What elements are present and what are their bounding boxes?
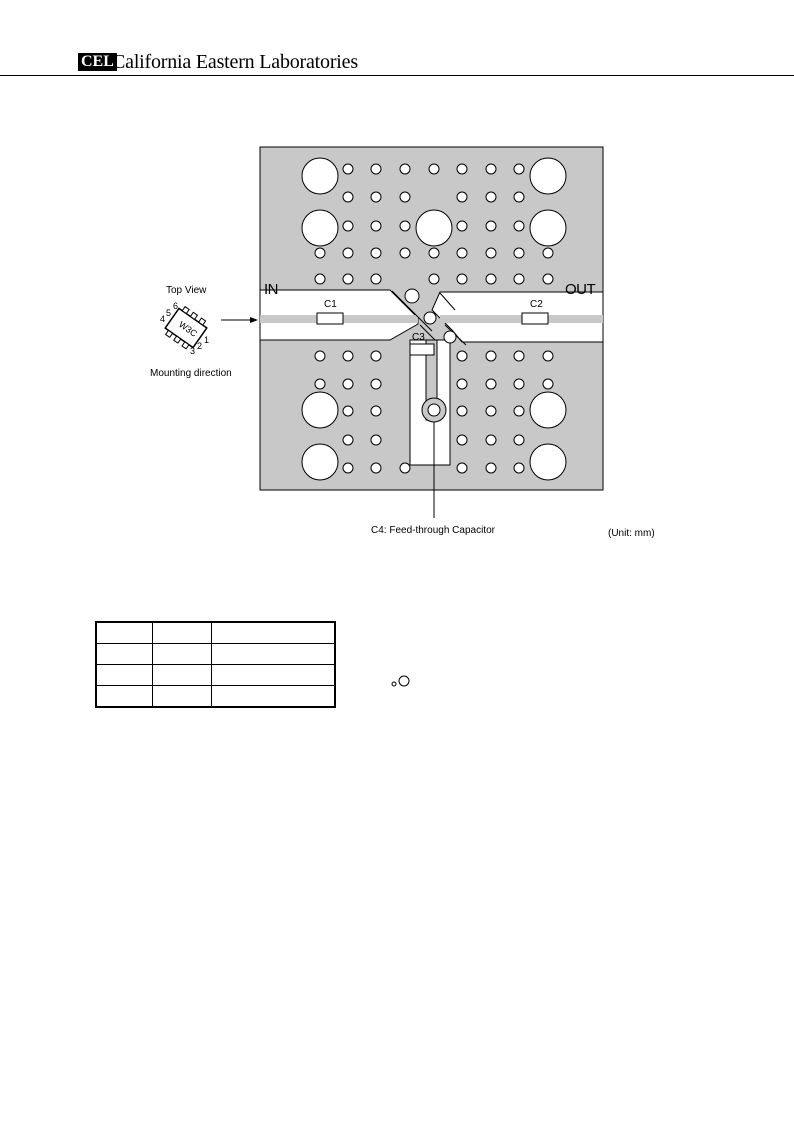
table-row — [95, 643, 336, 665]
page-header: CEL California Eastern Laboratories — [0, 0, 794, 76]
component-table — [95, 621, 336, 708]
table-cell — [211, 685, 336, 708]
large-vias — [301, 157, 567, 481]
table-row — [95, 621, 336, 644]
c2-label: C2 — [530, 299, 543, 310]
pin-6-label: 6 — [173, 301, 179, 311]
pin-4-label: 4 — [160, 314, 166, 324]
capacitor-c2 — [521, 312, 549, 325]
package-top-view — [164, 305, 208, 350]
feedthrough-hole — [427, 403, 441, 417]
table-row — [95, 685, 336, 708]
table-cell — [211, 664, 336, 686]
pin-1-label: 1 — [204, 335, 210, 345]
table-cell — [95, 664, 153, 686]
legend-circle — [398, 675, 410, 687]
table-cell — [152, 643, 212, 665]
in-label: IN — [264, 281, 279, 298]
c4-note: C4: Feed-through Capacitor — [371, 525, 495, 536]
c3-label: C3 — [412, 332, 425, 343]
table-cell — [211, 621, 336, 644]
pin-3-label: 3 — [190, 346, 196, 356]
table-cell — [95, 621, 153, 644]
header-rule — [0, 75, 794, 76]
mounting-direction-label: Mounting direction — [150, 368, 232, 379]
pin-2-label: 2 — [197, 341, 203, 351]
cel-logo: CEL — [78, 53, 117, 71]
capacitor-c1 — [316, 312, 344, 325]
table-cell — [95, 685, 153, 708]
small-vias — [314, 163, 554, 474]
table-cell — [152, 685, 212, 708]
out-label: OUT — [565, 281, 596, 298]
capacitor-c3 — [409, 343, 435, 356]
unit-note: (Unit: mm) — [608, 528, 655, 539]
table-cell — [152, 621, 212, 644]
c1-label: C1 — [324, 299, 337, 310]
legend-small-circle — [391, 681, 397, 687]
table-cell — [152, 664, 212, 686]
top-view-label: Top View — [166, 285, 207, 296]
table-cell — [211, 643, 336, 665]
table-cell — [95, 643, 153, 665]
company-name: California Eastern Laboratories — [112, 51, 358, 73]
pin-5-label: 5 — [166, 308, 172, 318]
table-row — [95, 664, 336, 686]
